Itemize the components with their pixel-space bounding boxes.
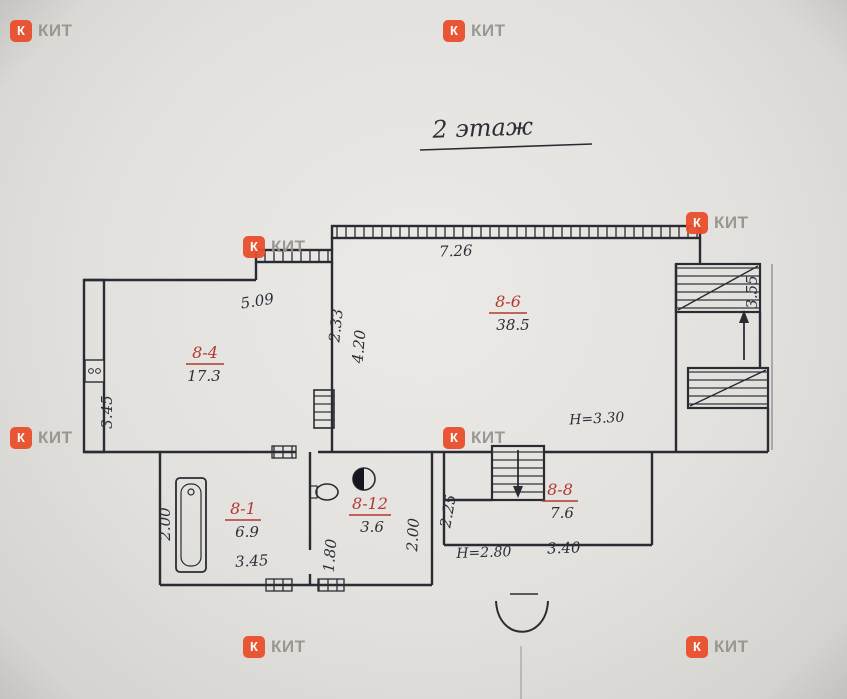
room-id: 8-4 xyxy=(192,343,218,362)
room-id: 8-6 xyxy=(495,292,521,311)
dim-left-top-wall: 5.09 xyxy=(239,289,275,312)
door-stub xyxy=(317,578,345,592)
room-labels: 8-4 17.3 8-6 38.5 8-1 6.9 8-12 3.6 8-8 xyxy=(186,292,578,541)
dim-left-wall: 3.45 xyxy=(98,395,116,428)
door-stub xyxy=(271,445,297,459)
watermark-label: КИТ xyxy=(714,637,749,656)
kit-logo-icon: К xyxy=(686,636,708,658)
bathtub-icon xyxy=(175,477,207,573)
window-band-top xyxy=(330,224,702,240)
door-stub xyxy=(265,578,293,592)
dim-room812-width: 1.80 xyxy=(320,538,341,573)
dim-room81-length: 3.45 xyxy=(235,551,269,571)
watermark: К КИТ xyxy=(243,636,305,658)
room-area: 6.9 xyxy=(235,523,259,541)
kit-logo-icon: К xyxy=(243,636,265,658)
watermark: К КИТ xyxy=(443,427,505,449)
dim-corridor-width: 2.25 xyxy=(436,493,460,530)
dim-top-wall: 7.26 xyxy=(439,241,473,260)
note-ceiling-height-main: Н=3.30 xyxy=(568,410,625,429)
dim-partition-lower: 4.20 xyxy=(349,329,370,365)
room-label-8-12: 8-12 3.6 xyxy=(349,494,391,536)
kit-logo-icon: К xyxy=(686,212,708,234)
room-area: 38.5 xyxy=(496,316,529,334)
watermark-label: КИТ xyxy=(471,428,506,447)
room-label-8-4: 8-4 17.3 xyxy=(186,343,224,385)
room-area: 7.6 xyxy=(550,504,574,522)
kit-logo-icon: К xyxy=(10,427,32,449)
door-arc xyxy=(495,593,549,699)
watermark: К КИТ xyxy=(10,427,72,449)
kit-logo-icon: К xyxy=(443,20,465,42)
dimension-labels: 7.26 5.09 2.33 4.20 3.55 3.45 2.00 3.45 … xyxy=(98,241,761,573)
watermark: К КИТ xyxy=(686,212,748,234)
kit-logo-icon: К xyxy=(243,236,265,258)
watermark-label: КИТ xyxy=(271,237,306,256)
title-underline xyxy=(419,143,593,151)
page-title: 2 этаж xyxy=(419,112,593,151)
dim-room88-length: 3.40 xyxy=(547,538,581,557)
room-id: 8-1 xyxy=(230,499,256,518)
dim-room812-length: 2.00 xyxy=(403,517,423,553)
room-area: 17.3 xyxy=(187,367,220,385)
note-ceiling-height-low: Н=2.80 xyxy=(455,544,512,562)
walls xyxy=(82,224,773,592)
boiler-icon xyxy=(352,467,376,491)
room-label-8-8: 8-8 7.6 xyxy=(542,480,578,522)
panel-icon xyxy=(84,359,105,383)
stairs xyxy=(490,262,770,502)
dim-stair-width: 3.55 xyxy=(743,275,761,308)
room-id: 8-8 xyxy=(547,480,573,499)
watermark-label: КИТ xyxy=(714,213,749,232)
watermark: К КИТ xyxy=(443,20,505,42)
floor-title: 2 этаж xyxy=(431,112,534,144)
watermark-label: КИТ xyxy=(38,21,73,40)
watermark-label: КИТ xyxy=(271,637,306,656)
dim-bath-width: 2.00 xyxy=(156,507,174,542)
room-label-8-1: 8-1 6.9 xyxy=(225,499,261,541)
kit-logo-icon: К xyxy=(443,427,465,449)
watermark: К КИТ xyxy=(686,636,748,658)
watermark: К КИТ xyxy=(243,236,305,258)
watermark-label: КИТ xyxy=(38,428,73,447)
kit-logo-icon: К xyxy=(10,20,32,42)
room-area: 3.6 xyxy=(360,518,384,536)
duct xyxy=(313,389,335,429)
watermark: К КИТ xyxy=(10,20,72,42)
room-id: 8-12 xyxy=(352,494,388,513)
dim-partition-upper: 2.33 xyxy=(325,308,346,344)
watermark-label: КИТ xyxy=(471,21,506,40)
fixtures xyxy=(84,359,549,699)
sink-icon xyxy=(309,483,339,501)
room-label-8-6: 8-6 38.5 xyxy=(489,292,530,334)
